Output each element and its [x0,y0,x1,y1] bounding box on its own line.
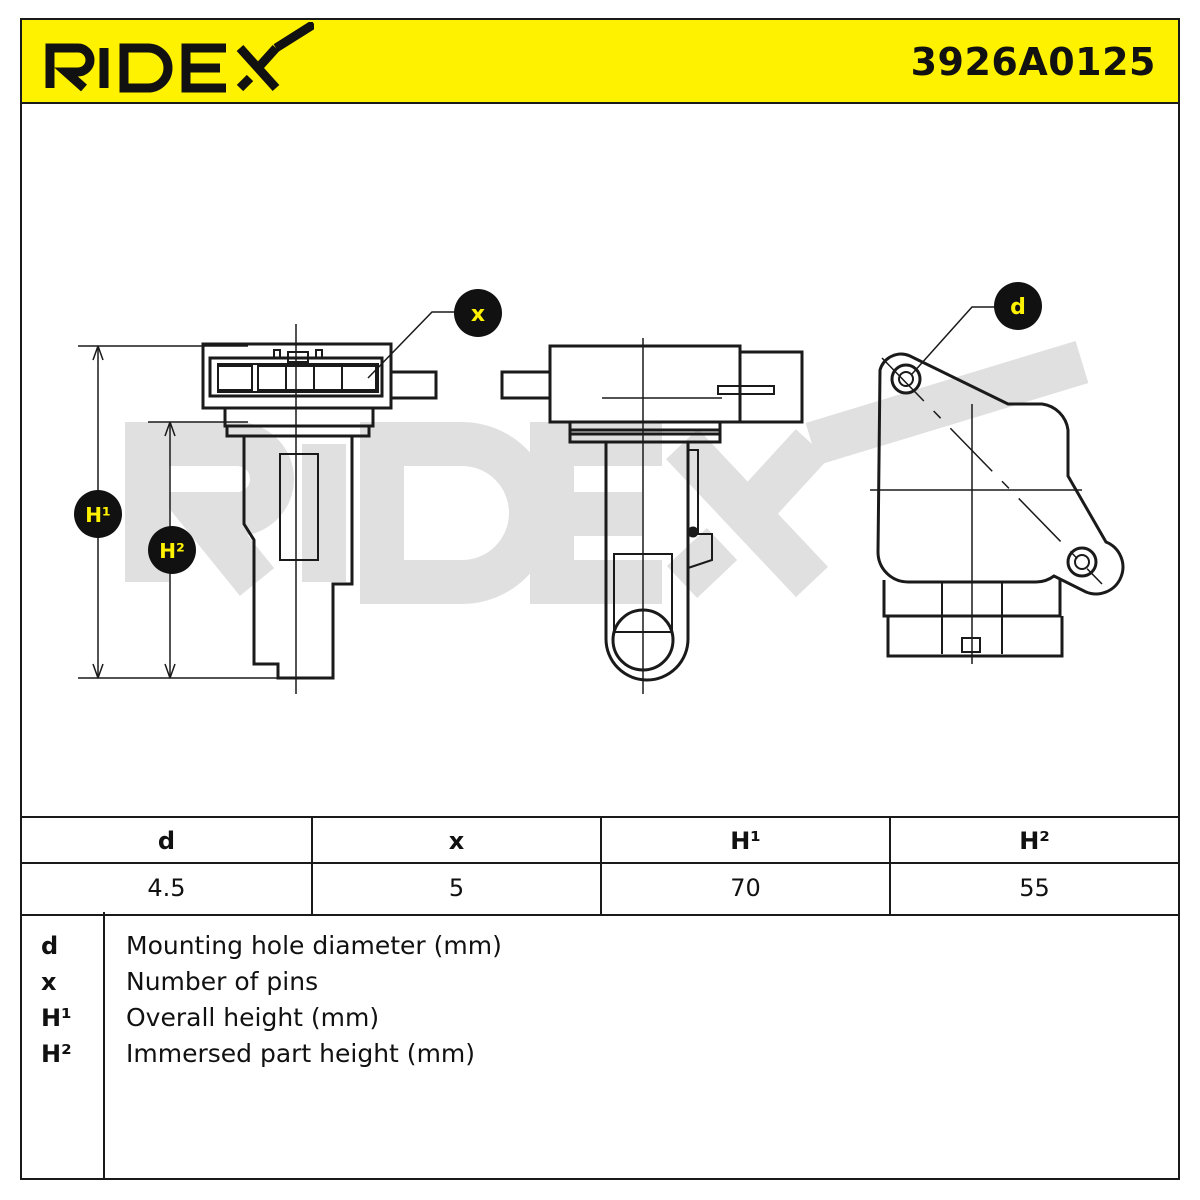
callout-x-label: x [471,302,485,327]
spec-header-h1: H¹ [602,818,889,864]
legend-description: Immersed part height (mm) [126,1039,476,1068]
callout-d: d [994,282,1042,330]
callout-h1-label: H¹ [85,503,111,527]
legend-row: H² Immersed part height (mm) [22,1036,1178,1072]
sensor-views [78,306,1125,694]
spec-col-h2: H² 55 [889,818,1178,914]
legend-description: Overall height (mm) [126,1003,380,1032]
legend-row: H¹ Overall height (mm) [22,1000,1178,1036]
sensor-front-view [500,338,804,694]
callout-x: x [454,289,502,337]
legend-key: d [41,932,59,960]
callout-h2: H² [148,526,196,574]
spec-header-d: d [22,818,311,864]
spec-value-x: 5 [448,874,465,902]
part-number: 3926A0125 [910,40,1156,84]
legend: d Mounting hole diameter (mm) x Number o… [22,912,1178,1178]
legend-key: H² [41,1040,72,1068]
spec-col-d: d 4.5 [22,818,311,914]
callout-h1: H¹ [74,490,122,538]
callout-d-label: d [1010,295,1026,320]
legend-key: H¹ [41,1004,72,1032]
header-bar: 3926A0125 [22,20,1178,104]
spec-value-d: 4.5 [147,874,186,902]
spec-value-h1: 70 [730,874,761,902]
legend-row: x Number of pins [22,964,1178,1000]
legend-divider [103,912,105,1178]
ridex-logo [45,22,314,93]
spec-value-h2: 55 [1019,874,1050,902]
legend-description: Number of pins [126,967,319,996]
legend-row: d Mounting hole diameter (mm) [22,928,1178,964]
ridex-watermark [125,340,1089,604]
spec-col-h1: H¹ 70 [600,818,889,914]
spec-header-h2: H² [891,818,1178,864]
sensor-top-view [870,352,1125,664]
legend-description: Mounting hole diameter (mm) [126,931,502,960]
sensor-side-view [201,324,438,694]
callout-h2-label: H² [159,539,185,563]
spec-col-x: x 5 [311,818,600,914]
spec-sheet-frame: 3926A0125 [20,18,1180,1180]
spec-header-x: x [313,818,600,864]
spec-table: d 4.5 x 5 H¹ 70 H² 55 [22,816,1178,916]
sensor-drawing-svg: x d H¹ H² [74,282,1125,694]
technical-drawing: x d H¹ H² [22,104,1178,816]
legend-key: x [41,968,57,996]
